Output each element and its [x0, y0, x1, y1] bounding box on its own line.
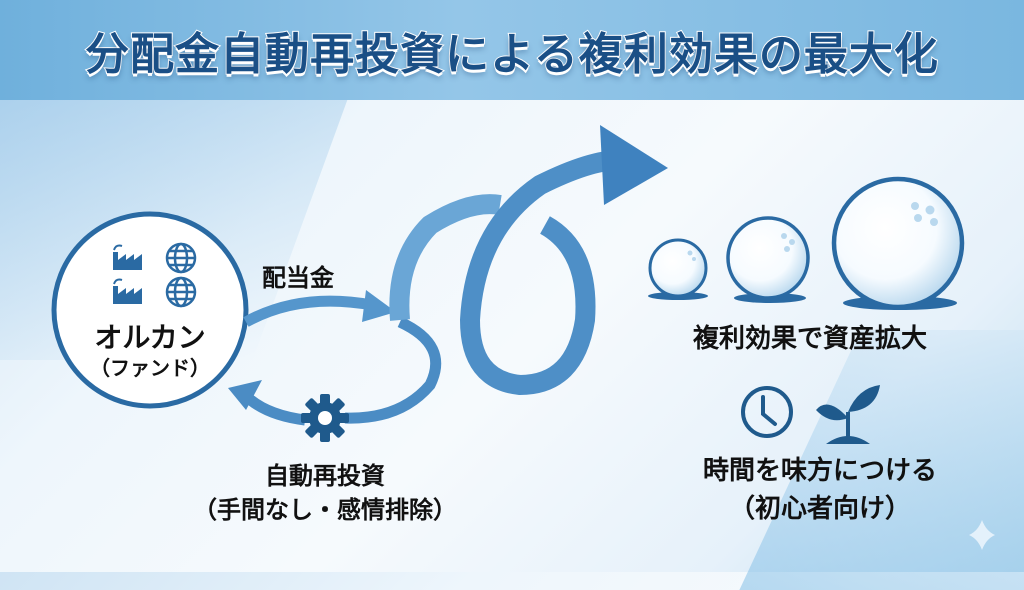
reinvest-label: 自動再投資 [265, 462, 385, 490]
snowball-medium [726, 216, 810, 303]
snowball-small [648, 238, 708, 300]
diagram-art [51, 125, 995, 550]
gear-icon [301, 394, 349, 442]
growth-label: 複利効果で資産拡大 [692, 324, 927, 354]
snowball-large [831, 176, 965, 310]
time-sublabel: （初心者向け） [728, 494, 911, 524]
time-label: 時間を味方につける [702, 456, 937, 486]
reinvest-arrow [228, 317, 442, 426]
fund-subtitle: （ファンド） [90, 356, 210, 380]
fund-name: オルカン [94, 321, 206, 354]
dividend-label: 配当金 [262, 264, 334, 292]
header-banner: 分配金自動再投資による複利効果の最大化 [0, 0, 1024, 100]
factory-icon [113, 278, 142, 304]
growth-spiral-arrow [389, 125, 668, 396]
globe-icon [165, 242, 197, 274]
sparkle-icon [969, 520, 995, 550]
factory-icon [113, 244, 142, 270]
page-title: 分配金自動再投資による複利効果の最大化 [84, 28, 939, 81]
reinvest-sublabel: （手間なし・感情排除） [193, 496, 457, 524]
sprout-icon [816, 385, 880, 444]
globe-icon [165, 276, 197, 308]
dividend-arrow [243, 290, 396, 327]
clock-icon [741, 386, 793, 438]
fund-circle [51, 211, 249, 409]
